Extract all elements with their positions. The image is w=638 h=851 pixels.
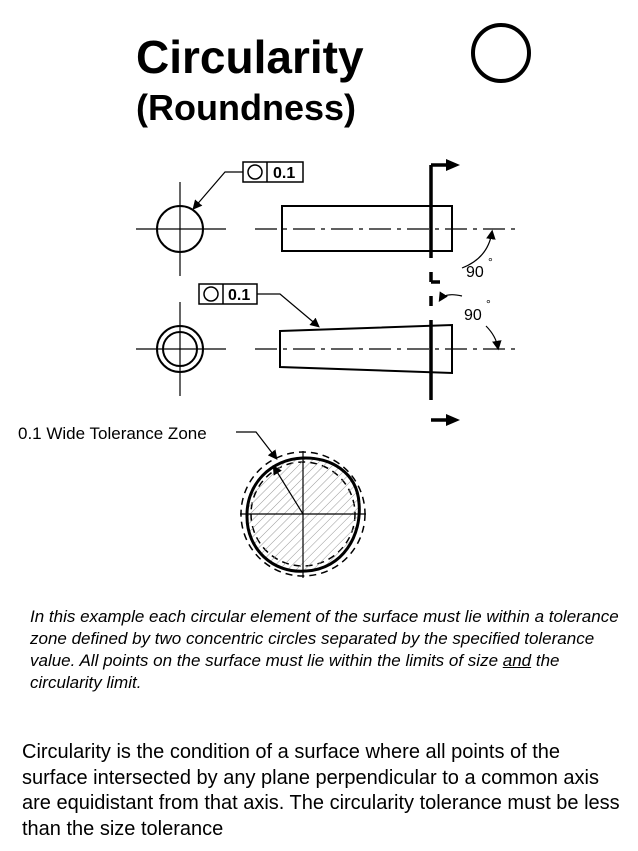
emphasis-and: and [502,651,532,670]
angle-bottom-value: 90 [464,307,482,324]
example-explanation: In this example each circular element of… [30,607,619,692]
bottom-feature-control-frame: 0.1 [198,283,320,328]
circularity-drawing: 0.1 90 ° 90 ° 0.1 [136,159,520,578]
circularity-definition: Circularity is the condition of a surfac… [22,741,620,840]
angle-top-value: 90 [466,264,484,281]
tolerance-zone-label: 0.1 Wide Tolerance Zone [18,424,207,443]
circularity-symbol-icon [203,286,219,302]
top-tolerance-value: 0.1 [273,165,295,182]
top-end-view [136,182,226,276]
angle-callouts: 90 ° 90 ° [438,229,502,351]
circularity-symbol-icon [247,164,263,180]
top-cylinder-view [255,205,520,252]
section-plane [429,159,460,426]
bottom-tolerance-value: 0.1 [228,287,250,304]
circle-icon [471,23,531,83]
angle-bottom-degree: ° [486,297,491,311]
top-feature-control-frame: 0.1 [192,161,304,210]
bottom-end-view [136,302,226,396]
angle-top-degree: ° [488,255,493,269]
page-subtitle: (Roundness) [136,87,356,128]
page-title: Circularity [136,31,364,83]
tolerance-zone-detail [236,431,366,578]
bottom-taper-view [255,323,520,375]
